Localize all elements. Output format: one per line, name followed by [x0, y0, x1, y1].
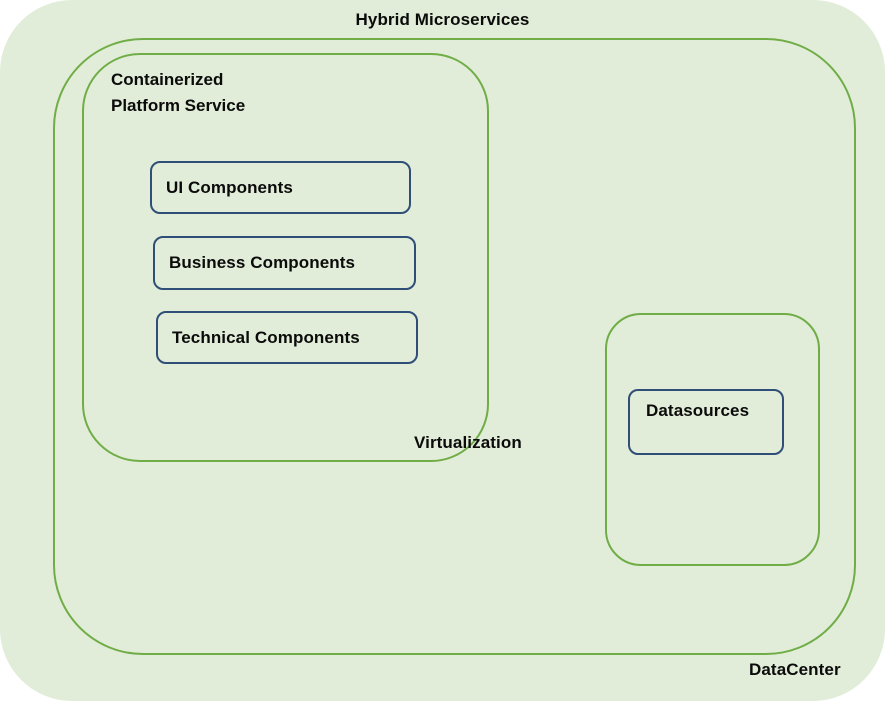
- virtualization-container: [82, 53, 489, 462]
- datacenter-label: DataCenter: [749, 660, 841, 679]
- business-components-label: Business Components: [169, 253, 356, 272]
- ui-components-label: UI Components: [166, 177, 293, 197]
- technical-components-label: Technical Components: [172, 327, 360, 347]
- datasources-box: Datasources: [628, 389, 784, 455]
- virtualization-label: Virtualization: [414, 433, 522, 452]
- datacenter-container: [53, 38, 856, 655]
- technical-components-box: Technical Components: [156, 311, 418, 364]
- ui-components-box: UI Components: [150, 161, 411, 214]
- hybrid-microservices-title: Hybrid Microservices: [355, 10, 530, 29]
- datasources-label: Datasources: [646, 401, 750, 420]
- datasources-group-container: [605, 313, 820, 566]
- business-components-box: Business Components: [153, 236, 416, 290]
- containerized-platform-service-label: Containerized Platform Service: [111, 70, 246, 115]
